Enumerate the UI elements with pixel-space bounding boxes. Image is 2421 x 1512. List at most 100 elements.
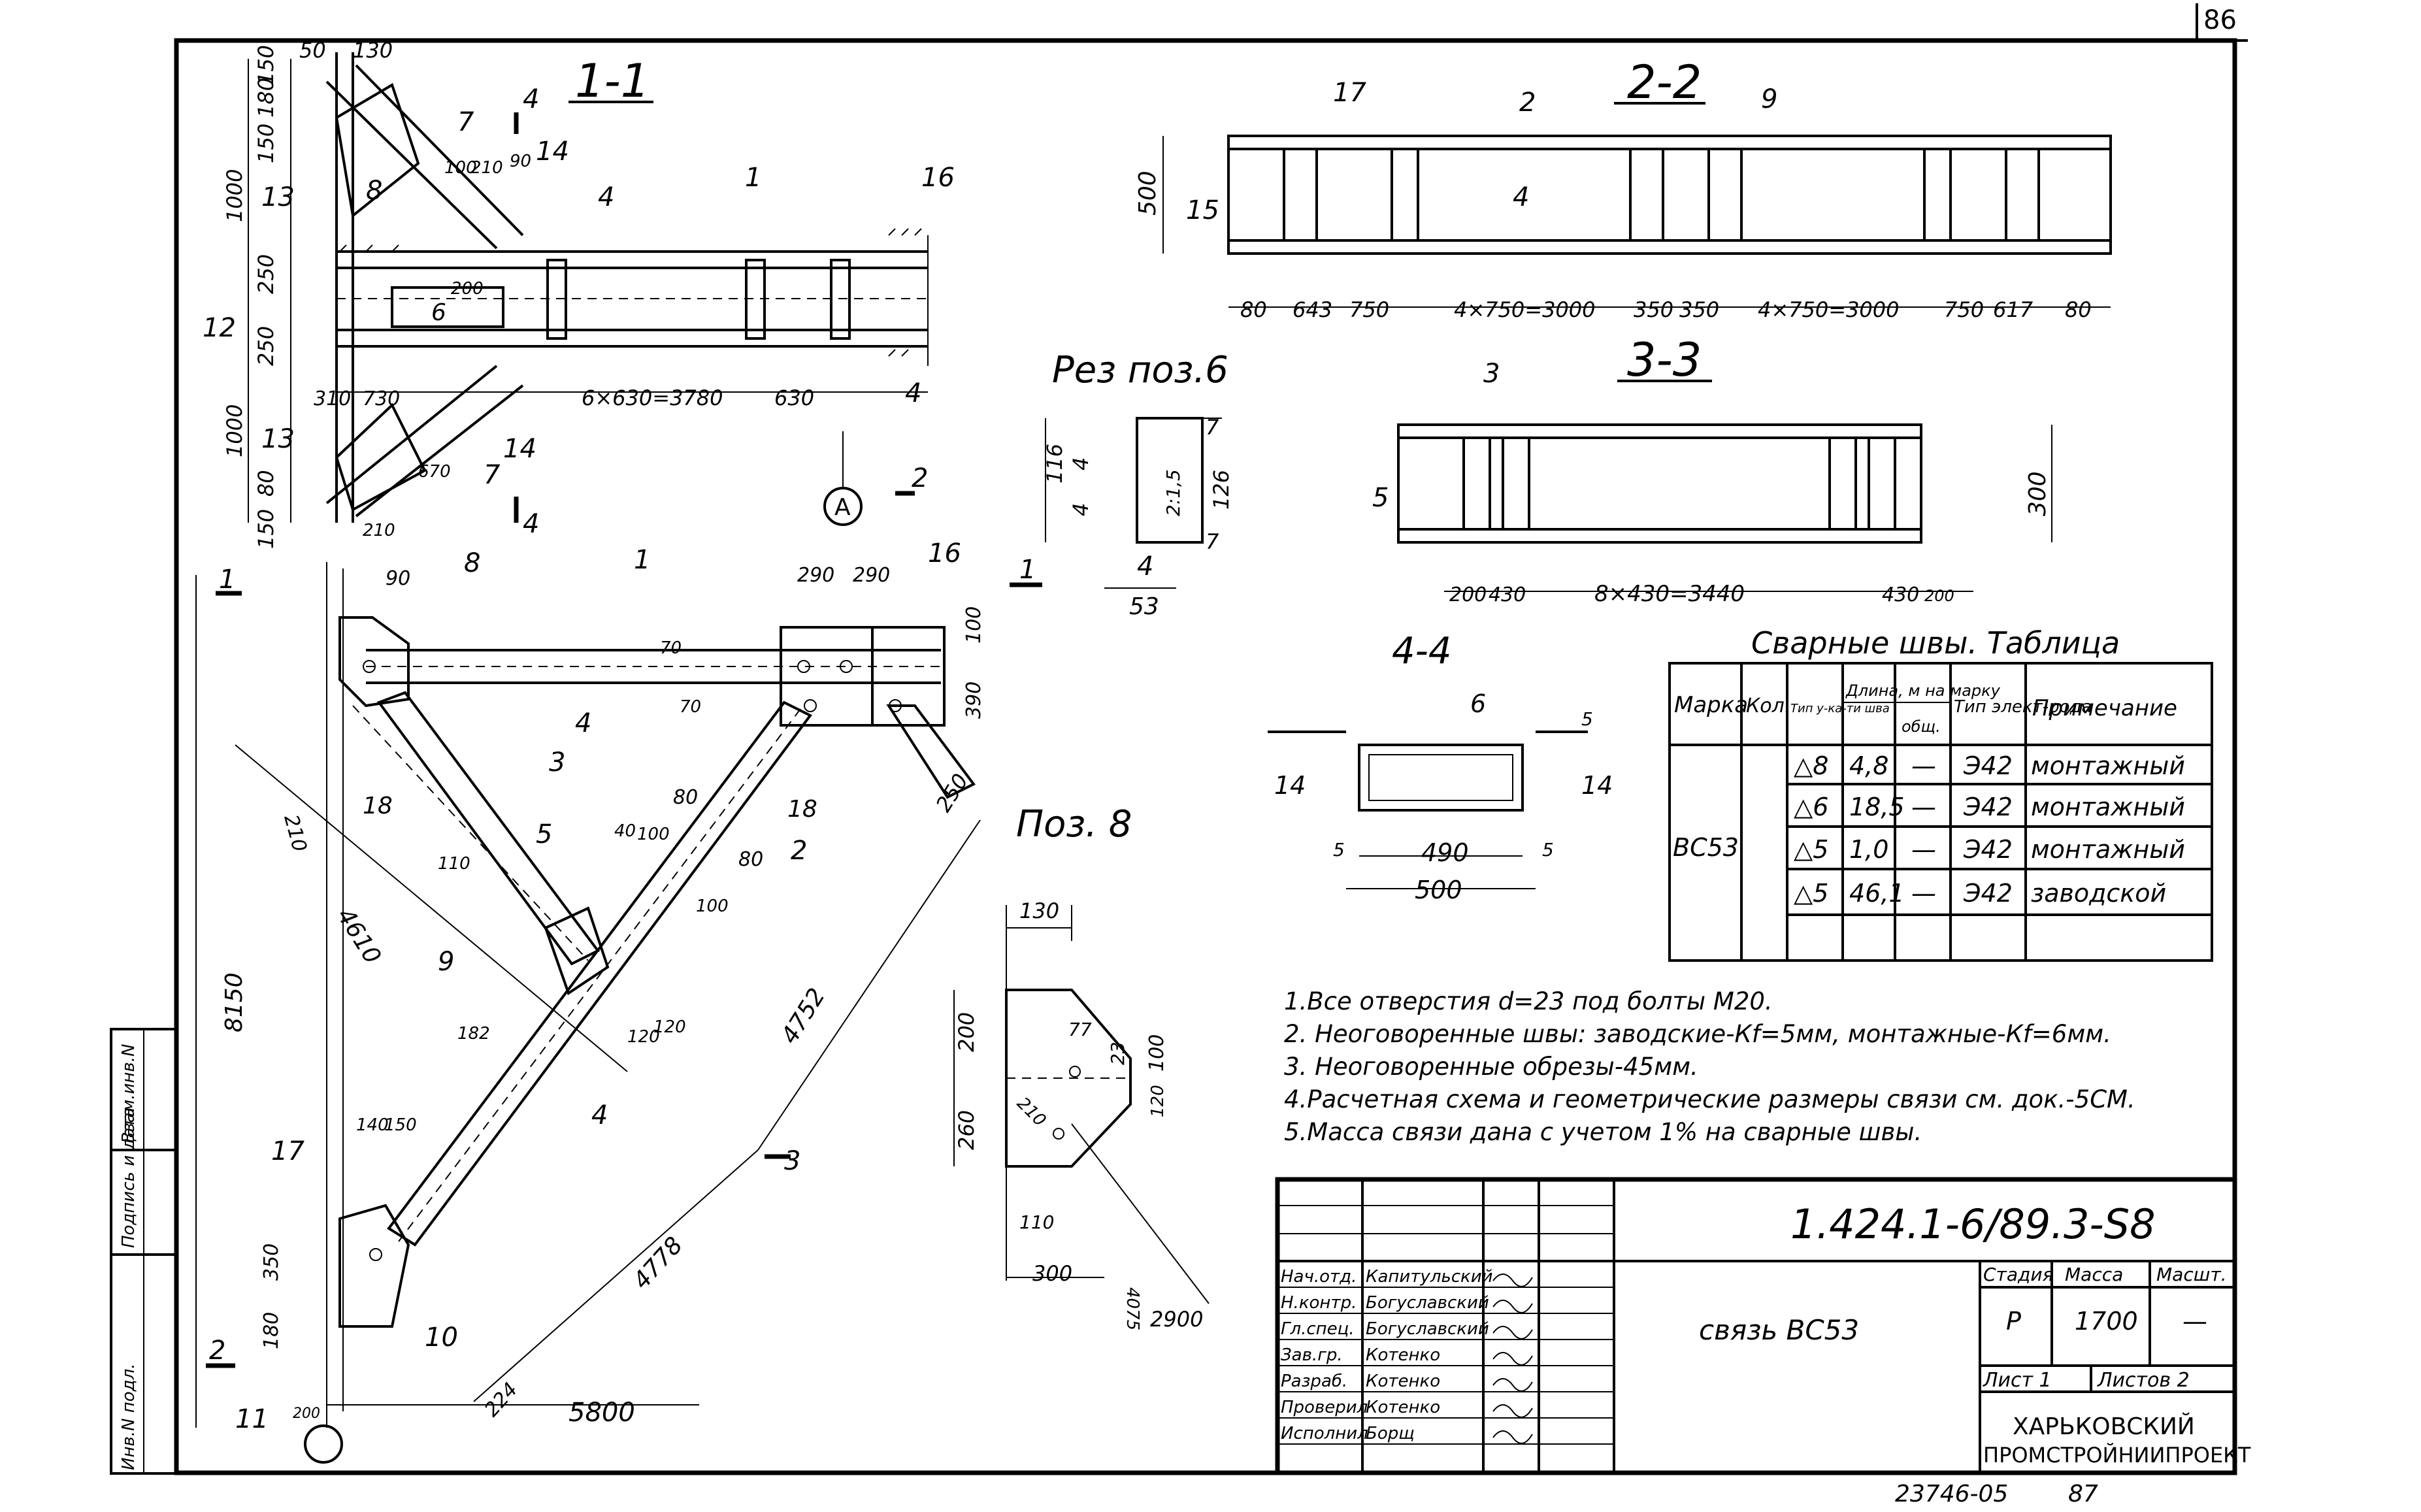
dim-4-4-5l: 5 (1333, 839, 1345, 861)
pos8-200: 200 (954, 1012, 979, 1052)
cut6-116: 116 (1042, 444, 1067, 484)
wt-r4-len: 46,1 (1849, 879, 1905, 908)
view-3-3: 3-3 300 200 430 8×430=3440 430 200 3 5 (1372, 333, 2052, 607)
pos-4-4-6: 6 (1470, 689, 1486, 718)
lbl-up-14b: 14 (503, 434, 536, 464)
wt-h-kol: Кол. (1746, 695, 1790, 717)
dim-3-3-200b: 200 (1924, 587, 1954, 605)
cut6-53: 53 (1129, 593, 1159, 620)
lbl-up-730: 730 (363, 387, 400, 410)
wt-r4-type: △5 (1794, 879, 1828, 908)
lbl-lo-11: 11 (235, 1404, 269, 1434)
pos8-77: 77 (1068, 1019, 1092, 1040)
lbl-lo-224: 224 (480, 1378, 522, 1421)
dim-3-3-8x430: 8×430=3440 (1594, 581, 1745, 607)
wt-h-marka: Марка (1674, 692, 1748, 718)
wt-r3-len: 1,0 (1849, 835, 1888, 864)
pos-2-2-2: 2 (1519, 88, 1536, 118)
lbl-lo-110: 110 (438, 854, 470, 874)
note-2: 2. Неоговоренные швы: заводские-Кf=5мм, … (1284, 1020, 2111, 1048)
view-1-1: 1-1 50 (203, 38, 955, 549)
stamp-podpis: Подпись и дата (119, 1108, 139, 1248)
lbl-up-12: 12 (203, 313, 236, 343)
wt-h-length: Длина, м на марку (1845, 682, 2001, 700)
dim-1-1-150c: 150 (254, 509, 278, 549)
wt-r3-note: монтажный (2031, 835, 2185, 864)
dim-3-3-430a: 430 (1489, 583, 1526, 606)
lbl-lo-290b: 290 (853, 564, 890, 587)
title-block: Нач.отд. Капитульский Н.контр. Богуславс… (1275, 1177, 2251, 1475)
dim-4-4-5t: 5 (1581, 708, 1593, 730)
lbl-lo-210: 210 (279, 812, 311, 854)
lbl-up-310: 310 (314, 387, 351, 410)
tb-org2: ПРОМСТРОЙНИИПРОЕКТ (1983, 1443, 2251, 1468)
tb-role-6: Проверил (1281, 1398, 1368, 1417)
dim-1-1-130a: 130 (353, 38, 393, 63)
wt-h-electrode: Тип элект-рода (1954, 697, 2092, 717)
wt-r3-el: Э42 (1963, 835, 2013, 864)
pos8-title: Поз. 8 (1016, 803, 1132, 846)
dim-4-4-490: 490 (1421, 838, 1469, 867)
view-3-3-title: 3-3 (1627, 333, 1702, 387)
mark-4-top: 4 (523, 84, 539, 114)
wt-r3-tot: — (1911, 835, 1936, 864)
pos-2-2-15: 15 (1186, 195, 1219, 225)
wt-r2-el: Э42 (1963, 793, 2013, 821)
dim-4-4-500: 500 (1415, 876, 1462, 904)
tb-name: связь ВС53 (1699, 1314, 1859, 1346)
note-1: 1.Все отверстия d=23 под болты М20. (1284, 987, 1773, 1015)
dim-1-1-250a: 250 (254, 254, 278, 294)
lbl-lo-100b: 100 (637, 825, 670, 844)
dim-2-2-80b: 80 (2065, 297, 2092, 322)
cut6-126: 126 (1209, 470, 1234, 510)
lbl-lo-3: 3 (549, 748, 565, 778)
lbl-up-4b: 4 (905, 378, 921, 408)
tb-stage: Р (2006, 1307, 2021, 1336)
cut6-4c: 4 (1137, 551, 1153, 582)
tb-scale-h: Масшт. (2156, 1264, 2227, 1285)
view-2-2: 2-2 500 80 643 750 4×750=3000 350 350 4×… (1134, 56, 2112, 322)
pos8-300: 300 (1032, 1261, 1072, 1286)
note-5: 5.Масса связи дана с учетом 1% на сварны… (1284, 1118, 1922, 1146)
tb-org1: ХАРЬКОВСКИЙ (2013, 1413, 2195, 1440)
lbl-lo-100c: 100 (696, 896, 729, 916)
dim-2-2-350a: 350 (1634, 297, 1673, 322)
lbl-lo-390: 390 (963, 682, 985, 719)
tb-name-7: Борщ (1366, 1424, 1415, 1443)
tb-stage-h: Стадия (1983, 1264, 2053, 1285)
signatures (1492, 1274, 1533, 1444)
pos-8: Поз. 8 130 200 260 77 23 100 120 210 110… (953, 803, 1210, 1332)
lbl-lo-5: 5 (536, 819, 552, 849)
lbl-up-6x630: 6×630=3780 (582, 386, 723, 410)
pos8-210: 210 (1013, 1094, 1049, 1130)
dim-4-4-5r: 5 (1542, 839, 1554, 861)
pos-2-2-4: 4 (1513, 182, 1529, 212)
tb-scale: — (2182, 1307, 2207, 1336)
pos8-100: 100 (1145, 1034, 1168, 1072)
pos8-110: 110 (1019, 1211, 1054, 1233)
wt-r2-type: △6 (1794, 793, 1828, 821)
main-elevation: А 2 1 1 2 3 1 8 90 290 290 16 100 390 4 … (195, 431, 1042, 1464)
lbl-up-100: 100 (444, 158, 477, 178)
tb-code: 1.424.1-6/89.3-S8 (1790, 1200, 2156, 1248)
pos-4-4-14b: 14 (1581, 771, 1613, 800)
dim-1-1-1000a: 1000 (222, 169, 247, 222)
view-4-4-title: 4-4 (1392, 630, 1451, 672)
lbl-up-4: 4 (598, 182, 614, 212)
tb-role-7: Исполнил (1281, 1424, 1368, 1443)
cut6-title: Рез поз.6 (1052, 349, 1228, 391)
lbl-lo-16: 16 (928, 538, 961, 568)
dim-2-2-643: 643 (1293, 297, 1332, 322)
pos-2-2-17: 17 (1333, 78, 1366, 108)
wt-r1-len: 4,8 (1849, 751, 1888, 780)
dim-2-2-80a: 80 (1240, 297, 1267, 322)
lbl-lo-18b: 18 (787, 796, 817, 823)
dim-3-3-200a: 200 (1449, 583, 1487, 606)
dim-2-2-750a: 750 (1349, 297, 1389, 322)
dim-200b: 200 (293, 1405, 320, 1422)
lbl-up-13b: 13 (261, 424, 295, 454)
notes: 1.Все отверстия d=23 под болты М20. 2. Н… (1284, 987, 2135, 1146)
cut6-7a: 7 (1206, 415, 1219, 440)
tb-role-3: Гл.спец. (1281, 1319, 1355, 1339)
